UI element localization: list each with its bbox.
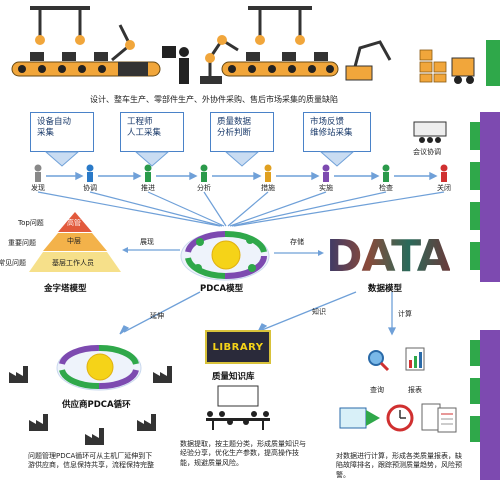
person-icon (264, 164, 272, 182)
person-icon (200, 164, 208, 182)
collect-box-auto: 设备自动 采集 (30, 112, 94, 152)
converge-lines (37, 191, 445, 227)
report-label: 报表 (408, 386, 422, 394)
supplier-description: 问题管理PDCA循环可从主机厂延伸到下游供应商，信息保持共享，流程保持完整 (28, 452, 154, 470)
library-title: 质量知识库 (212, 372, 255, 382)
analytics-icons (339, 403, 457, 433)
factory-icon (137, 414, 156, 431)
data-word-art: DATA (326, 234, 452, 280)
person-icon (322, 164, 330, 182)
collect-box-line: 采集 (37, 128, 55, 139)
supplier-pdca-cycle (56, 344, 142, 391)
expand-label: 展现 (140, 238, 154, 246)
collect-box-line: 设备自动 (37, 117, 72, 127)
data-model-title: 数据模型 (368, 284, 403, 294)
right-deco-bottom (470, 330, 500, 480)
meeting-label: 会议协调 (413, 148, 441, 156)
collect-box-line: 质量数据 (217, 117, 252, 127)
meeting-icon (413, 121, 447, 143)
pdca-cycle (180, 230, 270, 281)
report-icon (405, 347, 425, 371)
collect-box-line: 人工采集 (127, 128, 162, 139)
person-icon (86, 164, 94, 182)
library-sign: LIBRARY (205, 330, 271, 364)
step-label: 关闭 (437, 184, 451, 192)
production-banner (0, 0, 500, 92)
pyramid-level-base: 基层工作人员 (52, 259, 94, 267)
step-label: 推进 (141, 184, 155, 192)
step-label: 检查 (379, 184, 393, 192)
step-label: 措施 (261, 184, 275, 192)
step-label: 分析 (197, 184, 211, 192)
right-deco-top (470, 112, 500, 282)
compute-label: 计算 (398, 310, 412, 318)
pyramid-diagram (29, 212, 121, 272)
knowledge-label: 知识 (312, 308, 326, 316)
library-description: 数据提取，按主题分类，形成质量知识与经验分享，优化生产参数，提高操作技能，规避质… (180, 440, 306, 467)
collect-box-line: 分析判断 (217, 128, 252, 139)
collect-box-engineer: 工程师 人工采集 (120, 112, 184, 152)
library-sign-text: LIBRARY (212, 342, 264, 353)
factory-icon (29, 414, 48, 431)
store-label: 存储 (290, 238, 304, 246)
collect-box-market: 市场反馈 维修站采集 (303, 112, 371, 152)
collect-box-line: 维修站采集 (310, 128, 353, 139)
production-line-illustration (11, 6, 500, 86)
person-icon (34, 164, 42, 182)
person-icon (144, 164, 152, 182)
store-arrow (274, 250, 324, 256)
collect-chevrons (44, 151, 355, 167)
classroom-icon (206, 385, 270, 430)
pyramid-level-top: 高管 (67, 219, 81, 227)
step-flow (34, 164, 448, 182)
banner-caption: 设计、整车生产、零部件生产、外协件采购、售后市场采集的质量缺陷 (90, 95, 338, 104)
compute-description: 对数据进行计算，形成各类质量报表，缺陷故障排名，跟踪预测质量趋势，风险预警。 (336, 452, 462, 479)
step-label: 实施 (319, 184, 333, 192)
collect-box-line: 市场反馈 (310, 117, 345, 127)
pdca-title: PDCA模型 (200, 284, 244, 294)
collect-box-line: 工程师 (127, 117, 153, 127)
pyramid-title: 金字塔模型 (44, 284, 87, 294)
supplier-title: 供应商PDCA循环 (62, 400, 131, 410)
collect-box-analysis: 质量数据 分析判断 (210, 112, 274, 152)
person-icon (440, 164, 448, 182)
data-word: DATA (326, 231, 451, 282)
search-icon (368, 350, 390, 372)
expand-arrow (122, 247, 180, 253)
extend-label: 延伸 (150, 312, 164, 320)
factory-icon (153, 366, 172, 383)
factory-icon (85, 428, 104, 445)
pyramid-side-label: 重要问题 (8, 239, 36, 247)
pyramid-level-mid: 中层 (67, 237, 81, 245)
pyramid-side-label: Top问题 (18, 219, 44, 227)
person-icon (382, 164, 390, 182)
query-label: 查询 (370, 386, 384, 394)
factory-icon (9, 366, 28, 383)
pyramid-side-label: 常见问题 (0, 259, 26, 267)
step-label: 协调 (83, 184, 97, 192)
step-label: 发现 (31, 184, 45, 192)
